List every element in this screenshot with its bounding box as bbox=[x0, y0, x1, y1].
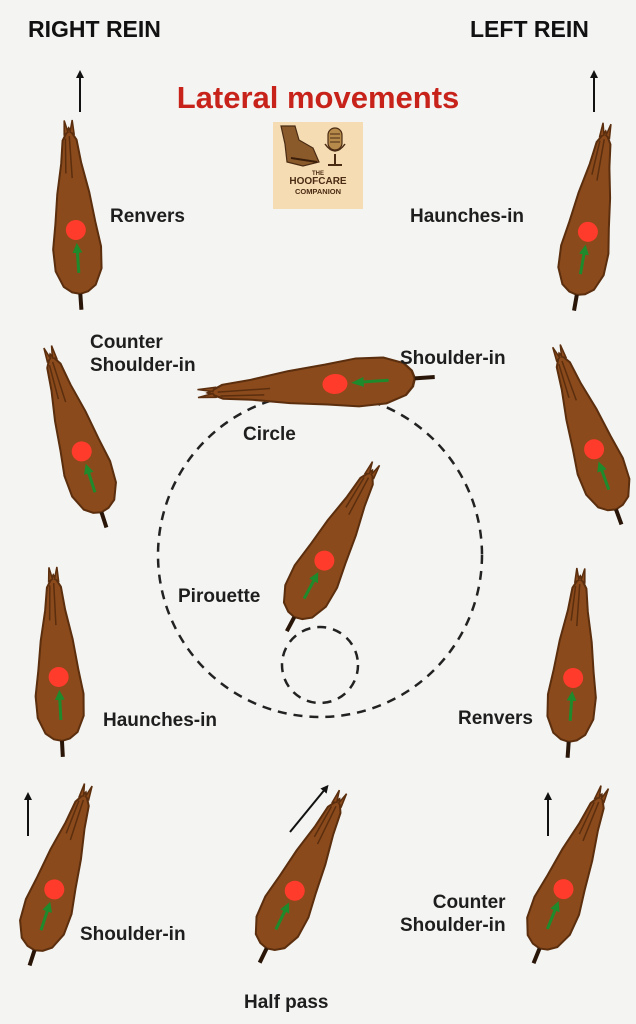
hoof-icon bbox=[280, 125, 320, 167]
horse-half-pass bbox=[238, 781, 364, 973]
left-rein-label: LEFT REIN bbox=[470, 16, 589, 42]
logo-line-companion: COMPANION bbox=[294, 186, 342, 196]
horse-haunches-in-top bbox=[550, 119, 630, 314]
hoofcare-companion-logo: THE HOOFCARE COMPANION bbox=[273, 122, 363, 209]
logo-line-hoofcare: HOOFCARE bbox=[289, 176, 347, 188]
right-rein-label: RIGHT REIN bbox=[28, 16, 161, 42]
label-counter-shoulder-in-left-line2: Shoulder-in bbox=[90, 354, 196, 376]
label-counter-shoulder-in-right-line1: Counter bbox=[432, 892, 506, 913]
horse-pirouette bbox=[266, 452, 398, 642]
horse-counter-shoulder-in-right bbox=[511, 778, 627, 972]
label-pirouette: Pirouette bbox=[178, 586, 261, 607]
label-counter-shoulder-in-left-line1: Counter bbox=[90, 332, 163, 353]
label-counter-shoulder-in-right-line2: Shoulder-in bbox=[400, 914, 506, 936]
circle-path bbox=[156, 391, 484, 719]
label-counter-shoulder-in-right: Counter Shoulder-in bbox=[400, 892, 506, 938]
label-shoulder-in-bottom: Shoulder-in bbox=[80, 924, 186, 945]
label-circle: Circle bbox=[243, 424, 296, 445]
horse-renvers-top bbox=[44, 119, 105, 312]
half-pass-arrow bbox=[289, 784, 329, 833]
microphone-icon bbox=[324, 127, 346, 166]
label-half-pass: Half pass bbox=[244, 992, 329, 1013]
pirouette-path bbox=[280, 625, 360, 705]
label-renvers-top: Renvers bbox=[110, 206, 185, 227]
horse-renvers-right bbox=[544, 567, 605, 760]
horse-shoulder-in-right bbox=[534, 338, 636, 533]
label-renvers-right: Renvers bbox=[458, 708, 533, 729]
logo-line-the: THE bbox=[312, 171, 324, 177]
horse-haunches-in-left bbox=[29, 566, 87, 758]
page-title: Lateral movements bbox=[176, 80, 460, 115]
label-shoulder-in-top: Shoulder-in bbox=[400, 348, 506, 369]
label-haunches-in-left: Haunches-in bbox=[103, 710, 218, 731]
label-haunches-in-top: Haunches-in bbox=[410, 206, 525, 227]
label-counter-shoulder-in-left: Counter Shoulder-in bbox=[90, 332, 196, 378]
